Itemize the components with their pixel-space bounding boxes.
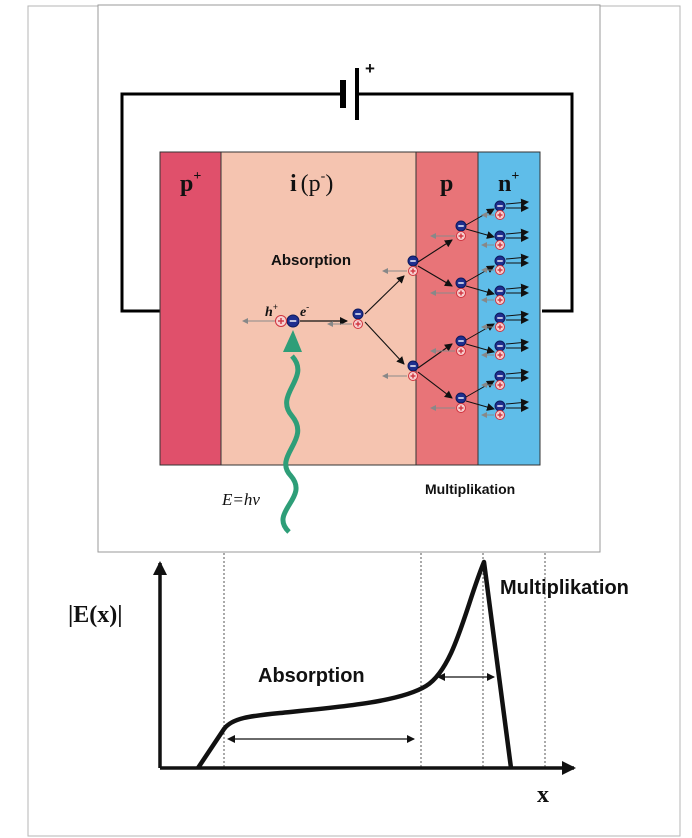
electron-marker bbox=[286, 314, 300, 328]
photon-wave bbox=[280, 354, 301, 534]
impact-branch-arrow bbox=[465, 285, 495, 296]
impact-branch-arrow bbox=[465, 343, 495, 354]
electron-marker bbox=[455, 277, 467, 289]
hole-label: h+ bbox=[265, 302, 278, 320]
plot-x-label: x bbox=[537, 782, 549, 808]
impact-branch-arrow bbox=[465, 400, 495, 411]
hole-marker bbox=[408, 266, 418, 276]
electron-drift-arrow bbox=[505, 253, 529, 262]
region-label-n-plus: n+ bbox=[498, 169, 519, 197]
carrier-layer bbox=[275, 200, 506, 420]
hole-marker bbox=[275, 315, 287, 327]
field-curve bbox=[196, 559, 514, 770]
electron-marker bbox=[494, 255, 506, 267]
hole-marker bbox=[495, 210, 505, 220]
electron-marker bbox=[494, 340, 506, 352]
impact-branch-arrow bbox=[465, 208, 495, 226]
region-intrinsic bbox=[220, 151, 417, 466]
absorption-label-device: Absorption bbox=[271, 252, 351, 269]
hole-marker bbox=[495, 322, 505, 332]
hole-marker bbox=[408, 371, 418, 381]
electron-drift-arrow bbox=[505, 310, 529, 319]
electron-marker bbox=[407, 255, 419, 267]
hole-marker bbox=[456, 346, 466, 356]
impact-branch-arrow bbox=[417, 265, 453, 287]
region-p bbox=[415, 151, 479, 466]
hole-marker bbox=[495, 240, 505, 250]
hole-marker bbox=[495, 265, 505, 275]
electron-marker bbox=[494, 200, 506, 212]
hole-marker bbox=[353, 319, 363, 329]
battery-plus-label: + bbox=[365, 59, 375, 78]
electron-marker bbox=[494, 285, 506, 297]
electron-drift-arrow bbox=[505, 228, 529, 237]
impact-branch-arrow bbox=[417, 239, 453, 263]
electron-marker bbox=[494, 312, 506, 324]
field-plot: Absorption Multiplikation |E(x)| x bbox=[68, 553, 629, 808]
electron-drift-arrow bbox=[505, 338, 529, 347]
impact-branch-arrow bbox=[465, 265, 495, 283]
electron-marker bbox=[494, 230, 506, 242]
electron-drift-arrow bbox=[505, 398, 529, 407]
impact-branch-arrow bbox=[465, 228, 495, 239]
region-label-p-plus: p+ bbox=[180, 169, 201, 197]
region-n-plus bbox=[477, 151, 541, 466]
impact-branch-arrow bbox=[417, 343, 453, 369]
hole-marker bbox=[495, 350, 505, 360]
impact-branch-arrow bbox=[364, 275, 405, 315]
hole-marker bbox=[456, 231, 466, 241]
circuit-wire bbox=[120, 92, 574, 313]
electron-marker bbox=[352, 308, 364, 320]
electron-drift-arrow bbox=[505, 368, 529, 377]
electron-label: e- bbox=[300, 302, 309, 320]
hole-marker bbox=[456, 288, 466, 298]
electron-marker bbox=[494, 370, 506, 382]
hole-marker bbox=[495, 410, 505, 420]
electron-marker bbox=[455, 392, 467, 404]
electron-marker bbox=[407, 360, 419, 372]
hole-marker bbox=[456, 403, 466, 413]
electron-marker bbox=[455, 220, 467, 232]
photon-energy-label: E=hν bbox=[221, 490, 260, 509]
electron-marker bbox=[494, 400, 506, 412]
plot-y-label: |E(x)| bbox=[68, 602, 123, 628]
photon-arrowhead bbox=[283, 330, 302, 352]
electron-drift-arrow bbox=[505, 283, 529, 292]
impact-branch-arrow bbox=[417, 371, 453, 399]
hole-marker bbox=[495, 380, 505, 390]
impact-branch-arrow bbox=[465, 380, 495, 398]
impact-branch-arrow bbox=[364, 321, 405, 365]
electron-marker bbox=[455, 335, 467, 347]
hole-marker bbox=[495, 295, 505, 305]
electron-drift-arrow bbox=[505, 198, 529, 207]
region-p-plus bbox=[159, 151, 222, 466]
multiplikation-label-device: Multiplikation bbox=[425, 481, 515, 497]
region-label-intrinsic: i(p-) bbox=[290, 169, 333, 197]
trajectory-layer bbox=[242, 198, 529, 418]
plot-multiplikation-label: Multiplikation bbox=[500, 577, 629, 599]
plot-absorption-label: Absorption bbox=[258, 665, 365, 687]
region-label-p: p bbox=[440, 171, 453, 197]
